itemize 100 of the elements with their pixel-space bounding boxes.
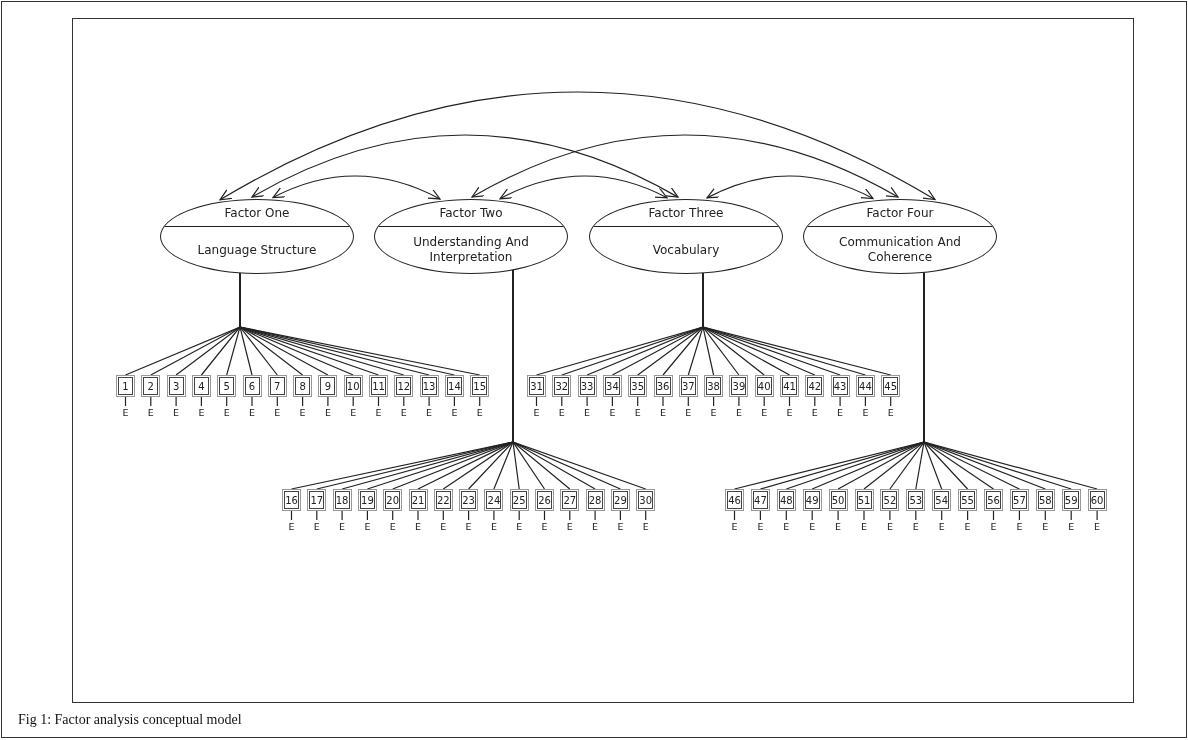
item-number: 20 <box>386 494 400 506</box>
item-number: 42 <box>808 380 822 392</box>
error-term: E <box>448 407 461 418</box>
error-link <box>417 509 419 521</box>
factor-heading: Factor Three <box>648 205 724 222</box>
error-link <box>1096 509 1098 521</box>
item-number: 5 <box>223 380 230 392</box>
item-number: 40 <box>757 380 771 392</box>
item-number: 60 <box>1090 494 1104 506</box>
item-number: 25 <box>512 494 526 506</box>
error-link <box>594 509 596 521</box>
error-term: E <box>271 407 284 418</box>
item-number: 2 <box>147 380 154 392</box>
error-link <box>586 395 588 407</box>
item-number: 49 <box>805 494 819 506</box>
error-term: E <box>606 407 619 418</box>
error-term: E <box>220 407 233 418</box>
error-term: E <box>397 407 410 418</box>
error-term: E <box>285 521 298 532</box>
item-number: 13 <box>422 380 436 392</box>
error-link <box>839 395 841 407</box>
error-link <box>863 509 865 521</box>
item-number: 15 <box>473 380 487 392</box>
error-link <box>251 395 253 407</box>
error-term: E <box>783 407 796 418</box>
error-link <box>341 509 343 521</box>
error-term: E <box>858 521 870 532</box>
error-term: E <box>437 521 450 532</box>
item-number: 9 <box>324 380 332 392</box>
item-number: 53 <box>909 494 923 506</box>
factor-name: Vocabulary <box>652 242 720 258</box>
error-term: E <box>563 521 576 532</box>
error-term: E <box>473 407 486 418</box>
error-term: E <box>170 407 183 418</box>
item-number: 4 <box>198 380 205 392</box>
item-box <box>244 377 260 395</box>
error-term: E <box>1039 521 1052 532</box>
error-term: E <box>119 407 132 418</box>
error-term: E <box>935 521 948 532</box>
error-term: E <box>144 407 157 418</box>
item-number: 41 <box>783 380 796 392</box>
item-number: 39 <box>732 380 746 392</box>
item-box <box>269 377 285 395</box>
item-number: 35 <box>631 380 645 392</box>
error-term: E <box>780 521 793 532</box>
error-term: E <box>462 521 475 532</box>
error-term: E <box>195 407 208 418</box>
error-term: E <box>246 407 258 418</box>
item-number: 3 <box>172 380 180 392</box>
error-term: E <box>832 521 845 532</box>
item-number: 54 <box>935 494 949 506</box>
item-number: 37 <box>681 380 695 392</box>
item-number: 17 <box>310 494 324 506</box>
error-term: E <box>336 521 349 532</box>
item-box <box>295 377 311 395</box>
item-box <box>168 377 184 395</box>
error-term: E <box>639 521 652 532</box>
item-number: 6 <box>248 380 256 392</box>
item-number: 7 <box>274 380 281 392</box>
item-number: 47 <box>754 494 767 506</box>
error-term: E <box>754 521 767 532</box>
error-term: E <box>296 407 309 418</box>
error-term: E <box>513 521 526 532</box>
item-number: 27 <box>563 494 577 506</box>
error-term: E <box>859 407 872 418</box>
factor-name: Communication And Coherence <box>838 235 962 265</box>
item-number: 19 <box>361 494 374 506</box>
item-number: 58 <box>1038 494 1052 506</box>
error-term: E <box>909 521 922 532</box>
item-box <box>193 377 209 395</box>
error-link <box>327 395 329 407</box>
error-term: E <box>361 521 374 532</box>
correlation-arrow <box>706 175 874 200</box>
item-number: 59 <box>1064 494 1078 506</box>
error-term: E <box>732 407 745 418</box>
item-number: 46 <box>728 494 741 506</box>
item-number: 33 <box>580 380 594 392</box>
item-box <box>143 377 159 395</box>
item-number: 51 <box>857 494 871 506</box>
item-number: 29 <box>614 494 627 506</box>
error-term: E <box>883 521 896 532</box>
item-number: 38 <box>707 380 720 392</box>
error-term: E <box>581 407 594 418</box>
item-number: 48 <box>779 494 793 506</box>
item-number: 34 <box>606 380 619 392</box>
item-number: 56 <box>987 494 1000 506</box>
error-term: E <box>1013 521 1026 532</box>
error-term: E <box>321 407 334 418</box>
error-link <box>662 395 664 407</box>
error-link <box>175 395 177 407</box>
item-number: 52 <box>883 494 897 506</box>
error-term: E <box>682 407 695 418</box>
item-number: 8 <box>299 380 306 392</box>
item-number: 10 <box>346 380 360 392</box>
error-term: E <box>386 521 399 532</box>
item-number: 44 <box>859 380 872 392</box>
item-number: 55 <box>961 494 974 506</box>
error-term: E <box>1091 521 1104 532</box>
correlation-arrow <box>251 134 679 198</box>
correlation-arrow <box>272 175 441 200</box>
